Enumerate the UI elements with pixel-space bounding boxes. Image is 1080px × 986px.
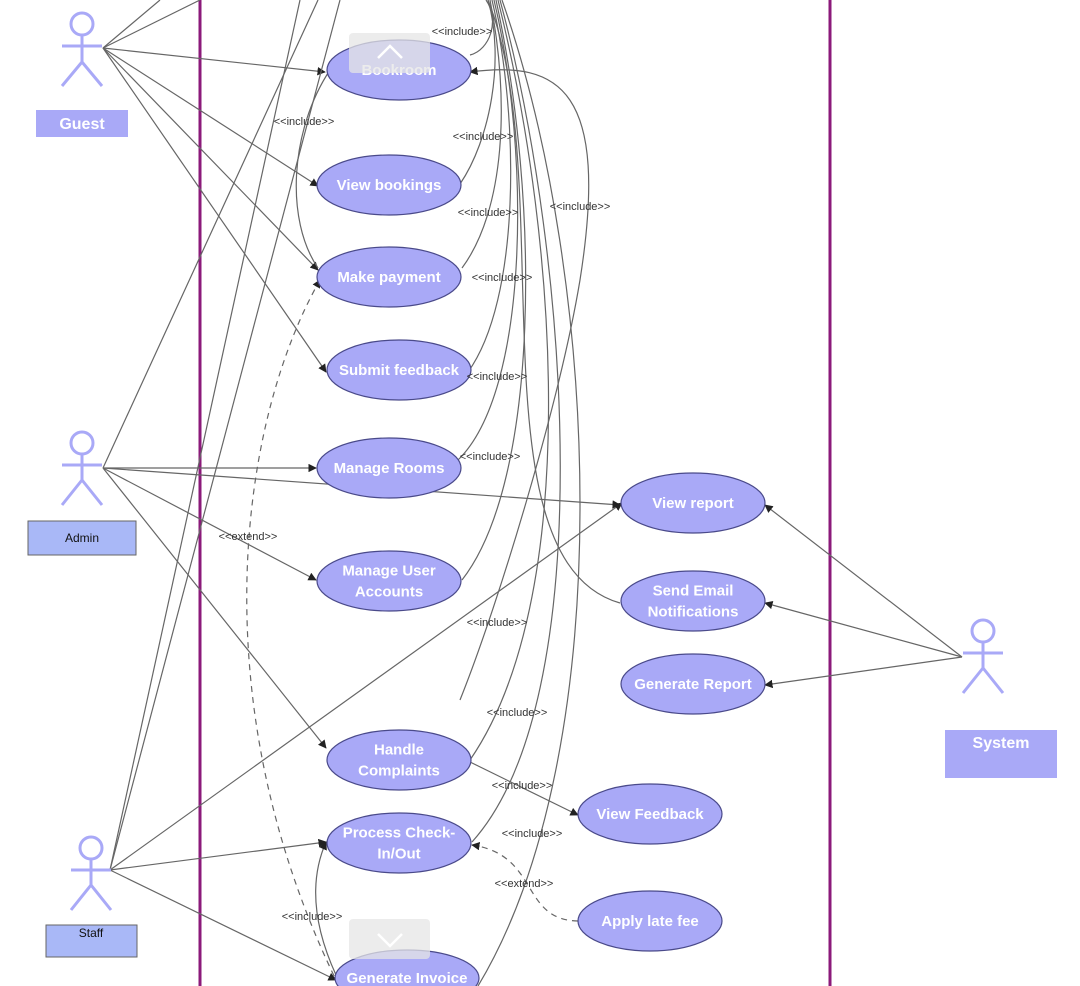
actor-system (961, 618, 1005, 694)
usecase-generate-invoice: Generate Invoice (334, 949, 480, 986)
include-label: <<include>> (467, 617, 528, 629)
include-label: <<include>> (502, 828, 563, 840)
usecase-label: Manage User (342, 563, 436, 580)
usecase-manage-rooms: Manage Rooms (316, 437, 462, 499)
assoc-system-viewreport (764, 504, 963, 658)
relationship-labels: <<include>> <<include>> <<include>> <<inclu… (219, 26, 611, 923)
usecase-label: Notifications (648, 604, 739, 621)
assoc-staff-checkin (109, 838, 327, 871)
assoc-admin-top (102, 0, 319, 469)
assoc-admin-handlecomplaints (102, 467, 327, 749)
usecase-apply-late-fee: Apply late fee (577, 890, 723, 952)
include-invoice (477, 0, 581, 986)
assoc-admin-manageusers (102, 467, 317, 581)
relationship-lines (102, 0, 963, 986)
actor-admin-label-box (27, 520, 137, 556)
chevron-down-icon (377, 933, 403, 948)
usecase-label: Handle (374, 742, 424, 759)
actor-staff (69, 835, 113, 911)
actor-admin (60, 430, 104, 506)
scroll-down-button[interactable] (349, 919, 430, 959)
include-sendemail (487, 0, 621, 604)
usecase-label: View Feedback (596, 806, 704, 823)
include-label: <<include>> (282, 911, 343, 923)
actor-system-label: System (973, 735, 1030, 752)
extend-payment-invoice (246, 279, 337, 981)
usecase-label: Generate Invoice (347, 970, 468, 986)
actor-admin-label: Admin (65, 531, 99, 545)
include-bookroom-back (459, 66, 590, 701)
assoc-guest-makepayment (102, 47, 319, 271)
include-label: <<include>> (458, 207, 519, 219)
assoc-guest-viewbookings (102, 47, 319, 187)
usecase-label: Accounts (355, 584, 423, 601)
usecase-label: Submit feedback (339, 362, 460, 379)
chevron-up-icon (377, 44, 403, 59)
usecase-label: Manage Rooms (334, 460, 445, 477)
usecase-process-checkin: Process Check- In/Out (326, 812, 472, 874)
include-label: <<include>> (432, 26, 493, 38)
actor-guest (60, 11, 104, 87)
actor-guest-label-box (36, 110, 128, 137)
usecase-label: Process Check- (343, 825, 456, 842)
assoc-guest-top1 (102, 0, 161, 49)
usecase-label: Complaints (358, 763, 440, 780)
usecase-view-report: View report (620, 472, 766, 534)
actor-staff-label-box (45, 924, 138, 958)
include-handlecomplaints (469, 0, 550, 761)
assoc-guest-bookroom (102, 47, 326, 76)
usecase-label: View bookings (337, 177, 442, 194)
include-makepayment (461, 0, 502, 269)
usecase-label: Apply late fee (601, 913, 699, 930)
include-label: <<include>> (460, 451, 521, 463)
actor-staff-label: Staff (79, 926, 104, 940)
assoc-staff-viewreport (109, 502, 623, 871)
usecase-generate-report: Generate Report (620, 653, 766, 715)
usecase-label: View report (652, 495, 733, 512)
include-label: <<include>> (472, 272, 533, 284)
assoc-staff-invoice (109, 869, 337, 981)
usecase-submit-feedback: Submit feedback (326, 339, 472, 401)
usecase-view-feedback: View Feedback (577, 783, 723, 845)
actor-system-label-box (945, 730, 1057, 778)
assoc-system-genreport (764, 656, 963, 689)
extend-latefee (471, 841, 579, 922)
include-curve-left (295, 69, 331, 269)
usecase-label: Make payment (337, 269, 440, 286)
include-label: <<include>> (274, 116, 335, 128)
extend-label: <<extend>> (495, 878, 554, 890)
extend-label: <<extend>> (219, 531, 278, 543)
include-manageusers (461, 0, 527, 581)
assoc-staff-top1 (109, 0, 301, 871)
include-viewbookings (459, 0, 496, 185)
actor-guest-label: Guest (59, 116, 105, 133)
usecase-label: Generate Report (634, 676, 752, 693)
include-label: <<include>> (453, 131, 514, 143)
usecase-label: In/Out (377, 846, 420, 863)
usecase-label: Send Email (653, 583, 734, 600)
include-label: <<include>> (492, 780, 553, 792)
assoc-system-sendemail (764, 600, 963, 658)
usecase-make-payment: Make payment (316, 246, 462, 308)
scroll-up-button[interactable] (349, 33, 430, 73)
include-invoice-left (315, 841, 337, 976)
include-handle-viewfeedback (469, 761, 579, 816)
include-label: <<include>> (487, 707, 548, 719)
usecase-view-bookings: View bookings (316, 154, 462, 216)
assoc-guest-top2 (102, 0, 201, 49)
assoc-staff-top2 (109, 0, 341, 871)
include-label: <<include>> (550, 201, 611, 213)
include-checkin (471, 0, 561, 843)
include-label: <<include>> (467, 371, 528, 383)
include-submitfeedback (467, 0, 512, 373)
assoc-guest-submitfeedback (102, 47, 327, 373)
